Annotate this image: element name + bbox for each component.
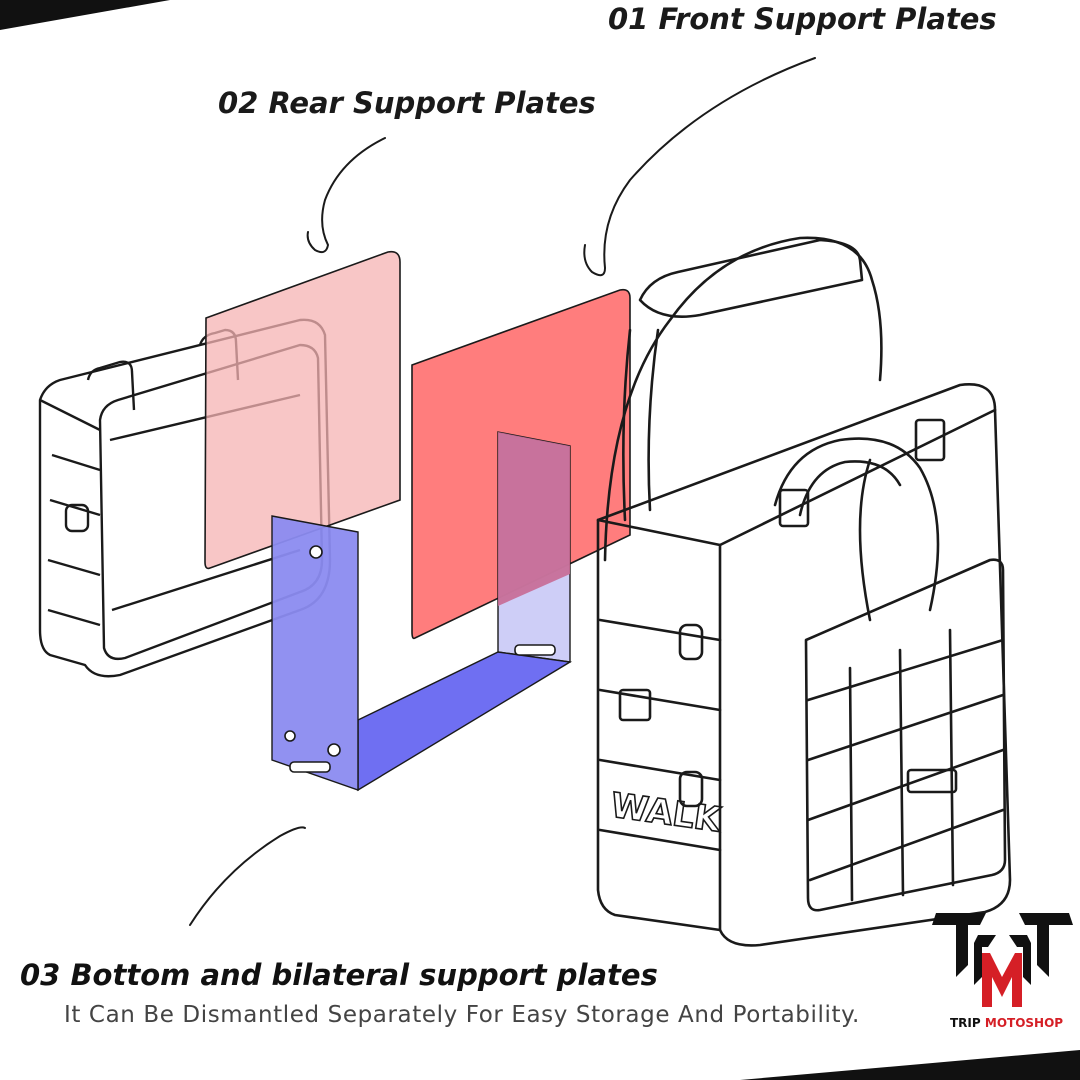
label-front-support-plates: 01 Front Support Plates [608, 2, 997, 36]
plate-bolts [284, 545, 556, 773]
label-bottom-bilateral-plates: 03 Bottom and bilateral support plates [20, 958, 658, 992]
callout-lines [189, 57, 816, 926]
brand-logo-icon [932, 913, 1073, 1007]
callout-bottom [189, 826, 306, 926]
callout-rear [306, 137, 386, 254]
left-side-plate [271, 515, 359, 791]
callout-front [583, 57, 816, 277]
right-bag-sketch [596, 236, 1012, 947]
bottom-support-plate [357, 651, 573, 792]
brand-name: TRIP MOTOSHOP [950, 1016, 1063, 1030]
caption-text: It Can Be Dismantled Separately For Easy… [64, 1002, 860, 1028]
rear-support-plate [204, 250, 401, 570]
corner-stroke-bottom [740, 1050, 1080, 1080]
brand-name-part2: MOTOSHOP [984, 1016, 1064, 1030]
bag-print-text: WALK [608, 786, 724, 841]
corner-stroke-top [0, 0, 170, 30]
label-rear-support-plates: 02 Rear Support Plates [218, 86, 596, 120]
brand-name-part1: TRIP [950, 1016, 985, 1030]
right-side-plate-overlap [498, 432, 570, 606]
